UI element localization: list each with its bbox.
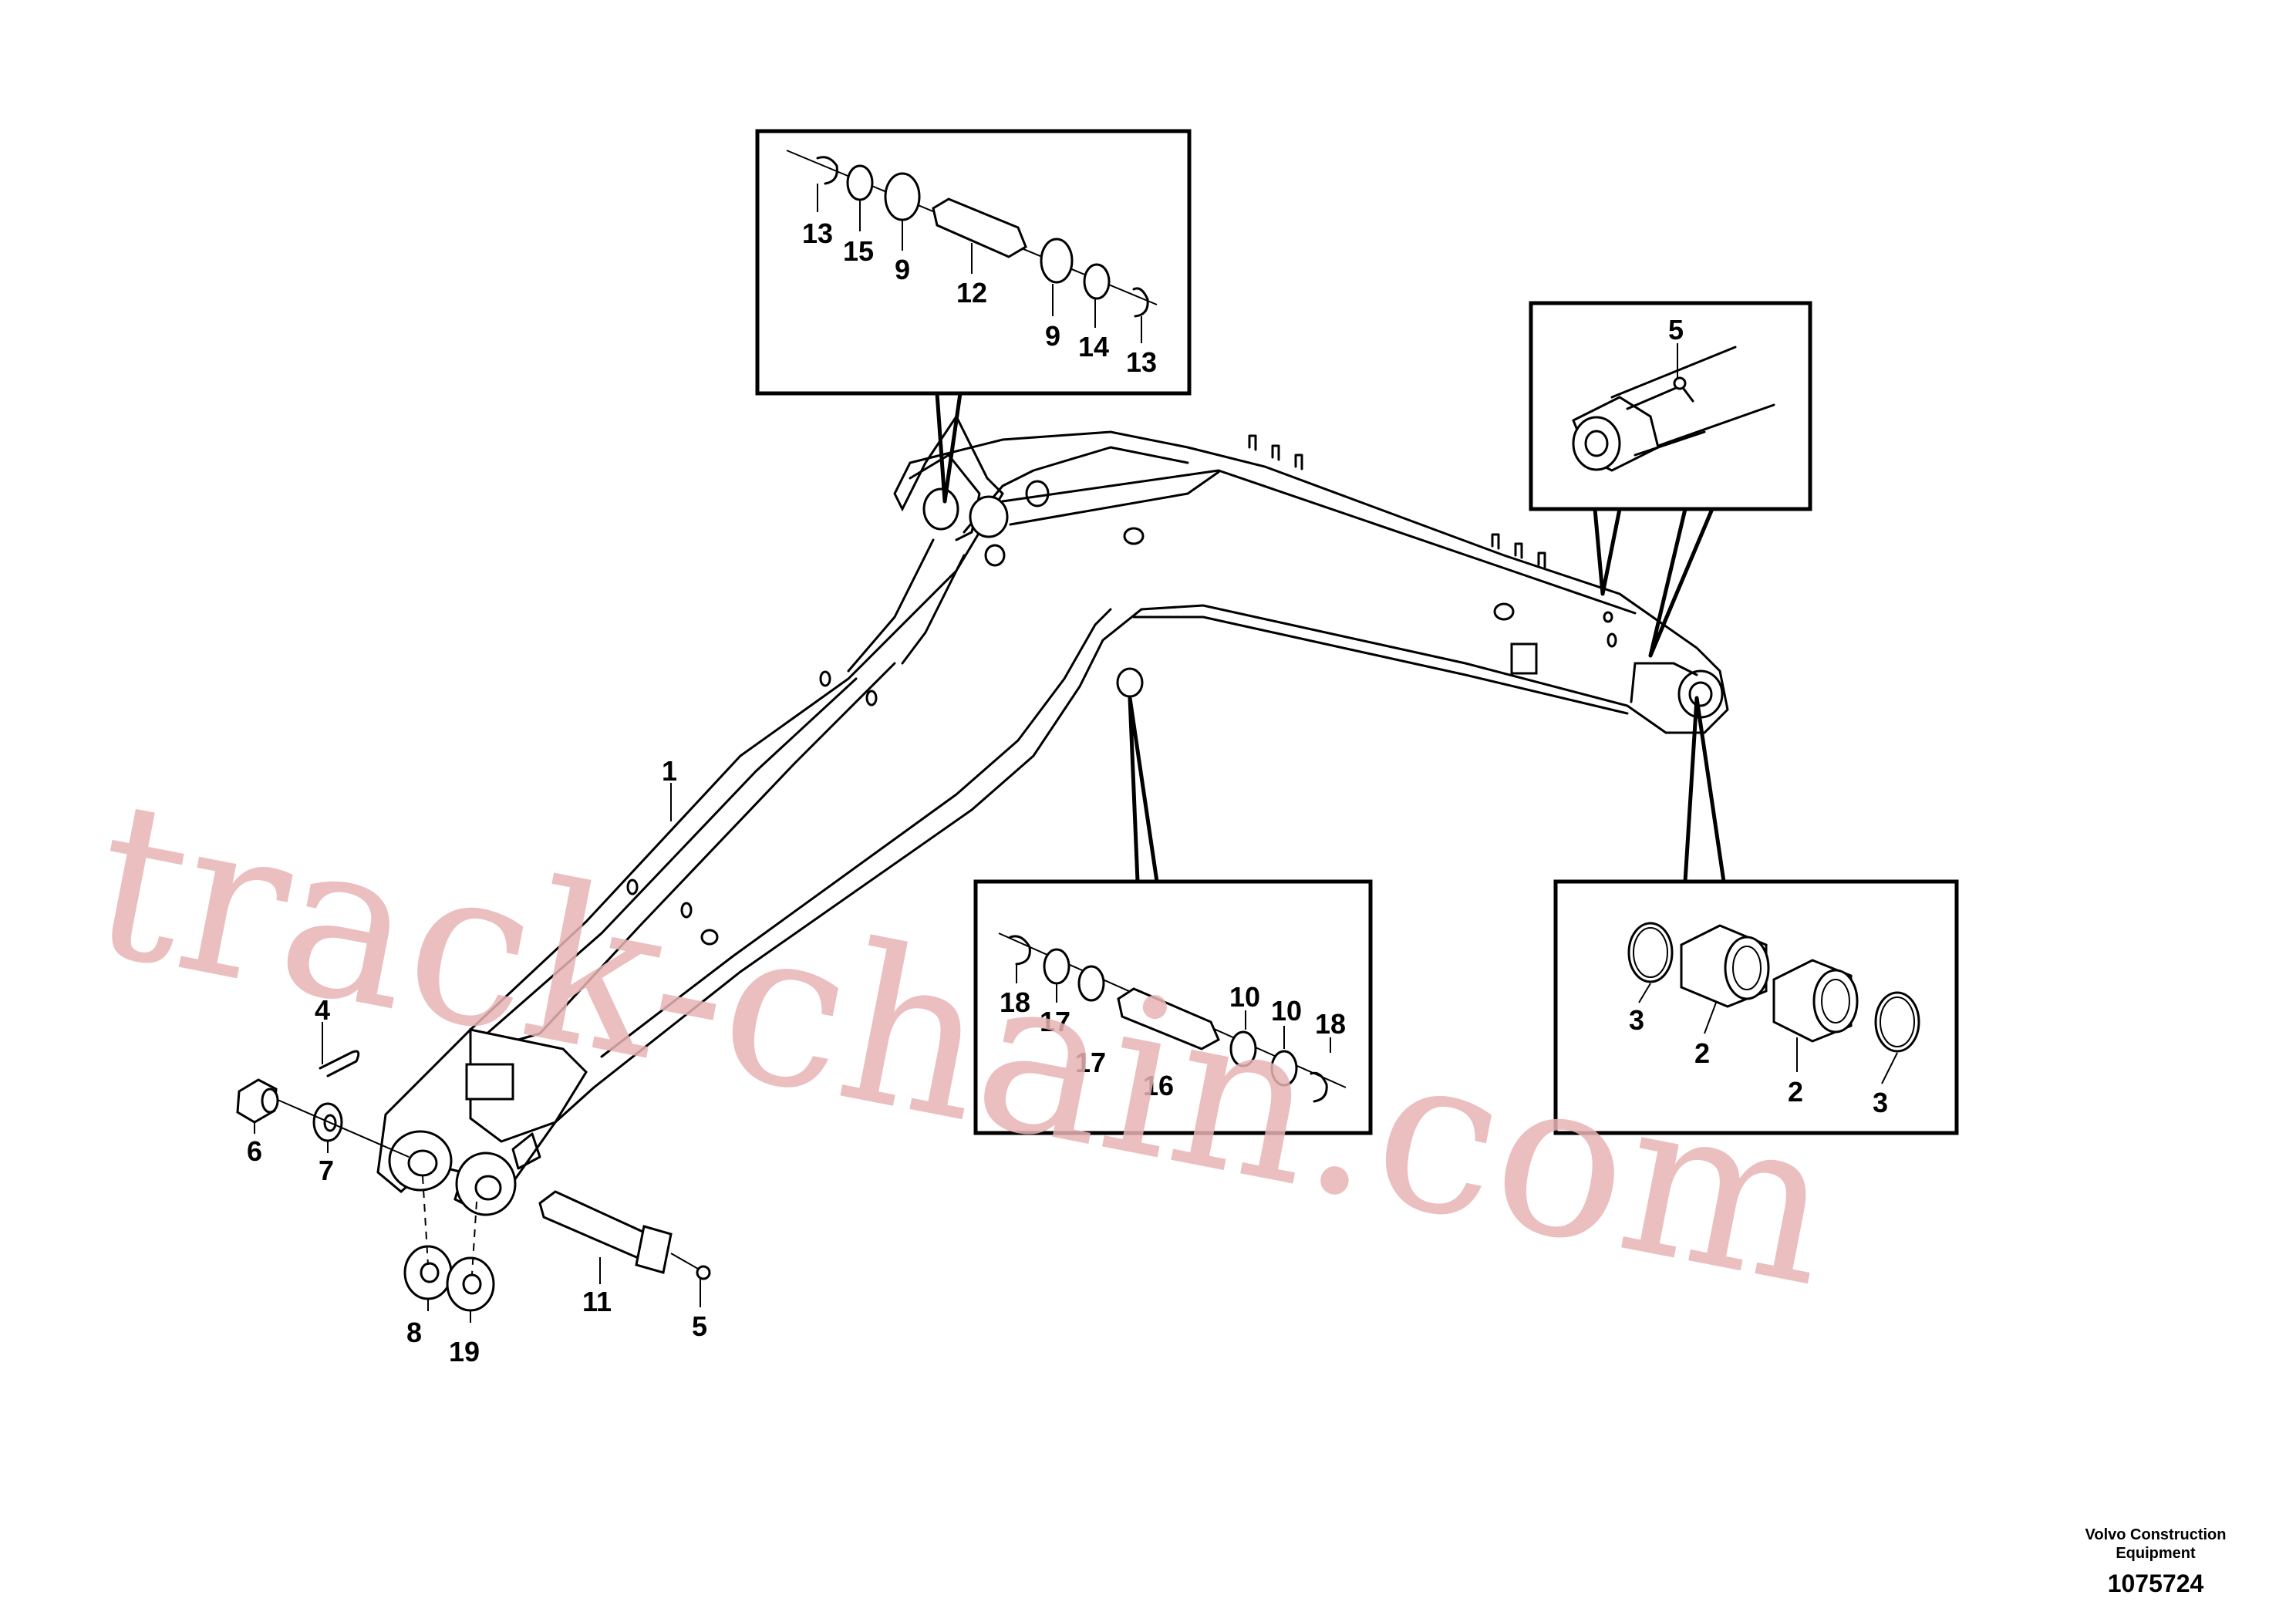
watermark: track-chain.com (75, 753, 1852, 1336)
callout-7: 7 (319, 1155, 334, 1186)
footer: Volvo Construction Equipment 1075724 (2085, 1526, 2227, 1597)
arm-cylinder-pin-hole (1116, 667, 1144, 698)
footer-company-line2: Equipment (2116, 1545, 2196, 1562)
part-11-pin (538, 1190, 653, 1259)
detail-pin-16 (1117, 987, 1220, 1050)
boom-assembly (376, 414, 1729, 1216)
callout-15: 15 (843, 235, 874, 267)
detail-box-bushings (1553, 696, 1959, 1135)
detail-box-cylinder-pin (973, 696, 1373, 1135)
part-5-grease-nipple (696, 1265, 711, 1280)
callout-19: 19 (449, 1336, 480, 1367)
callout-3-left: 3 (1629, 1004, 1644, 1036)
callout-numbers: 1 4 6 7 8 19 11 5 13 15 9 12 9 14 13 5 1… (247, 218, 1888, 1367)
detail-seal-3-right (1874, 991, 1920, 1053)
detail-box-grease-fitting (1529, 301, 1812, 658)
callout-4: 4 (315, 994, 330, 1026)
callout-3-right: 3 (1873, 1087, 1888, 1118)
part-4-split-pin (319, 1050, 360, 1077)
boom-foot-right-hole (474, 1175, 502, 1201)
detail-box-upper-pin (755, 129, 1192, 504)
callout-16: 16 (1143, 1070, 1174, 1101)
callout-12: 12 (956, 277, 987, 309)
detail-pin-12 (932, 197, 1027, 258)
callout-10-right: 10 (1271, 995, 1302, 1027)
callout-6: 6 (247, 1135, 262, 1167)
callout-14: 14 (1078, 331, 1109, 363)
boom-foot-box (469, 1028, 588, 1143)
callout-9-left: 9 (895, 254, 910, 285)
callout-18-left: 18 (1000, 986, 1030, 1018)
boom-foot-left-hole (407, 1149, 438, 1177)
callout-13-right: 13 (1126, 346, 1157, 378)
callout-17-right: 17 (1075, 1047, 1106, 1078)
callout-18-right: 18 (1315, 1008, 1346, 1040)
callout-5-detail: 5 (1668, 314, 1684, 346)
callout-9-right: 9 (1045, 320, 1060, 352)
callout-5-foot: 5 (692, 1310, 707, 1342)
boom-body (376, 414, 1729, 1212)
foot-pin-parts (236, 1050, 711, 1312)
boom-cylinder-pin-hole (969, 495, 1009, 538)
detail-seal-3-left (1627, 922, 1674, 983)
callout-8: 8 (406, 1317, 422, 1348)
callout-2-left: 2 (1694, 1037, 1710, 1069)
part-11-pin-plate (635, 1225, 673, 1274)
leader-lines (254, 184, 1898, 1323)
drawing-number: 1075724 (2108, 1570, 2204, 1597)
callout-1: 1 (662, 755, 677, 787)
callout-17-left: 17 (1040, 1006, 1070, 1037)
callout-13-left: 13 (802, 218, 833, 249)
footer-company-line1: Volvo Construction (2085, 1526, 2227, 1543)
boom-foot-pin-hole (922, 487, 959, 531)
callout-10-left: 10 (1229, 981, 1260, 1013)
callout-11: 11 (582, 1286, 612, 1317)
callout-2-right: 2 (1788, 1076, 1803, 1108)
